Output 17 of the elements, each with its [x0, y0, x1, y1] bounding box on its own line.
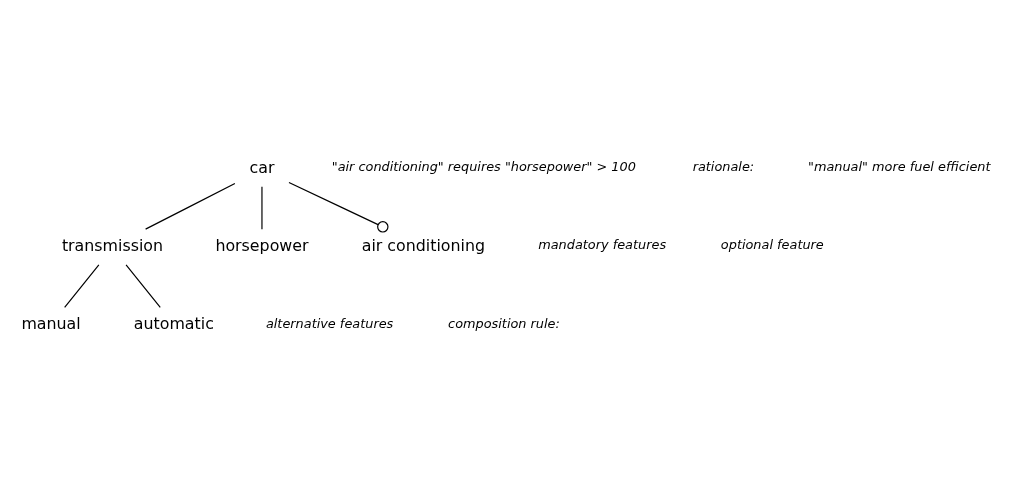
node-text: air conditioning — [361, 235, 485, 255]
connector — [145, 182, 236, 230]
label: "air conditioning" requires "horsepower" > 100 — [331, 158, 636, 174]
label: rationale: — [692, 158, 755, 174]
label: composition rule: — [448, 315, 560, 331]
node-text: transmission — [61, 235, 164, 255]
connector — [125, 263, 161, 308]
node-text: horsepower — [215, 235, 309, 255]
node-text: car — [249, 157, 275, 177]
connector — [64, 263, 100, 308]
label: optional feature — [720, 236, 824, 252]
node-text: automatic — [133, 313, 214, 333]
label: mandatory features — [538, 236, 667, 252]
connector — [288, 181, 389, 233]
label: alternative features — [265, 315, 394, 331]
label: "manual" more fuel efficient — [808, 158, 991, 174]
node-text: manual — [21, 313, 81, 333]
